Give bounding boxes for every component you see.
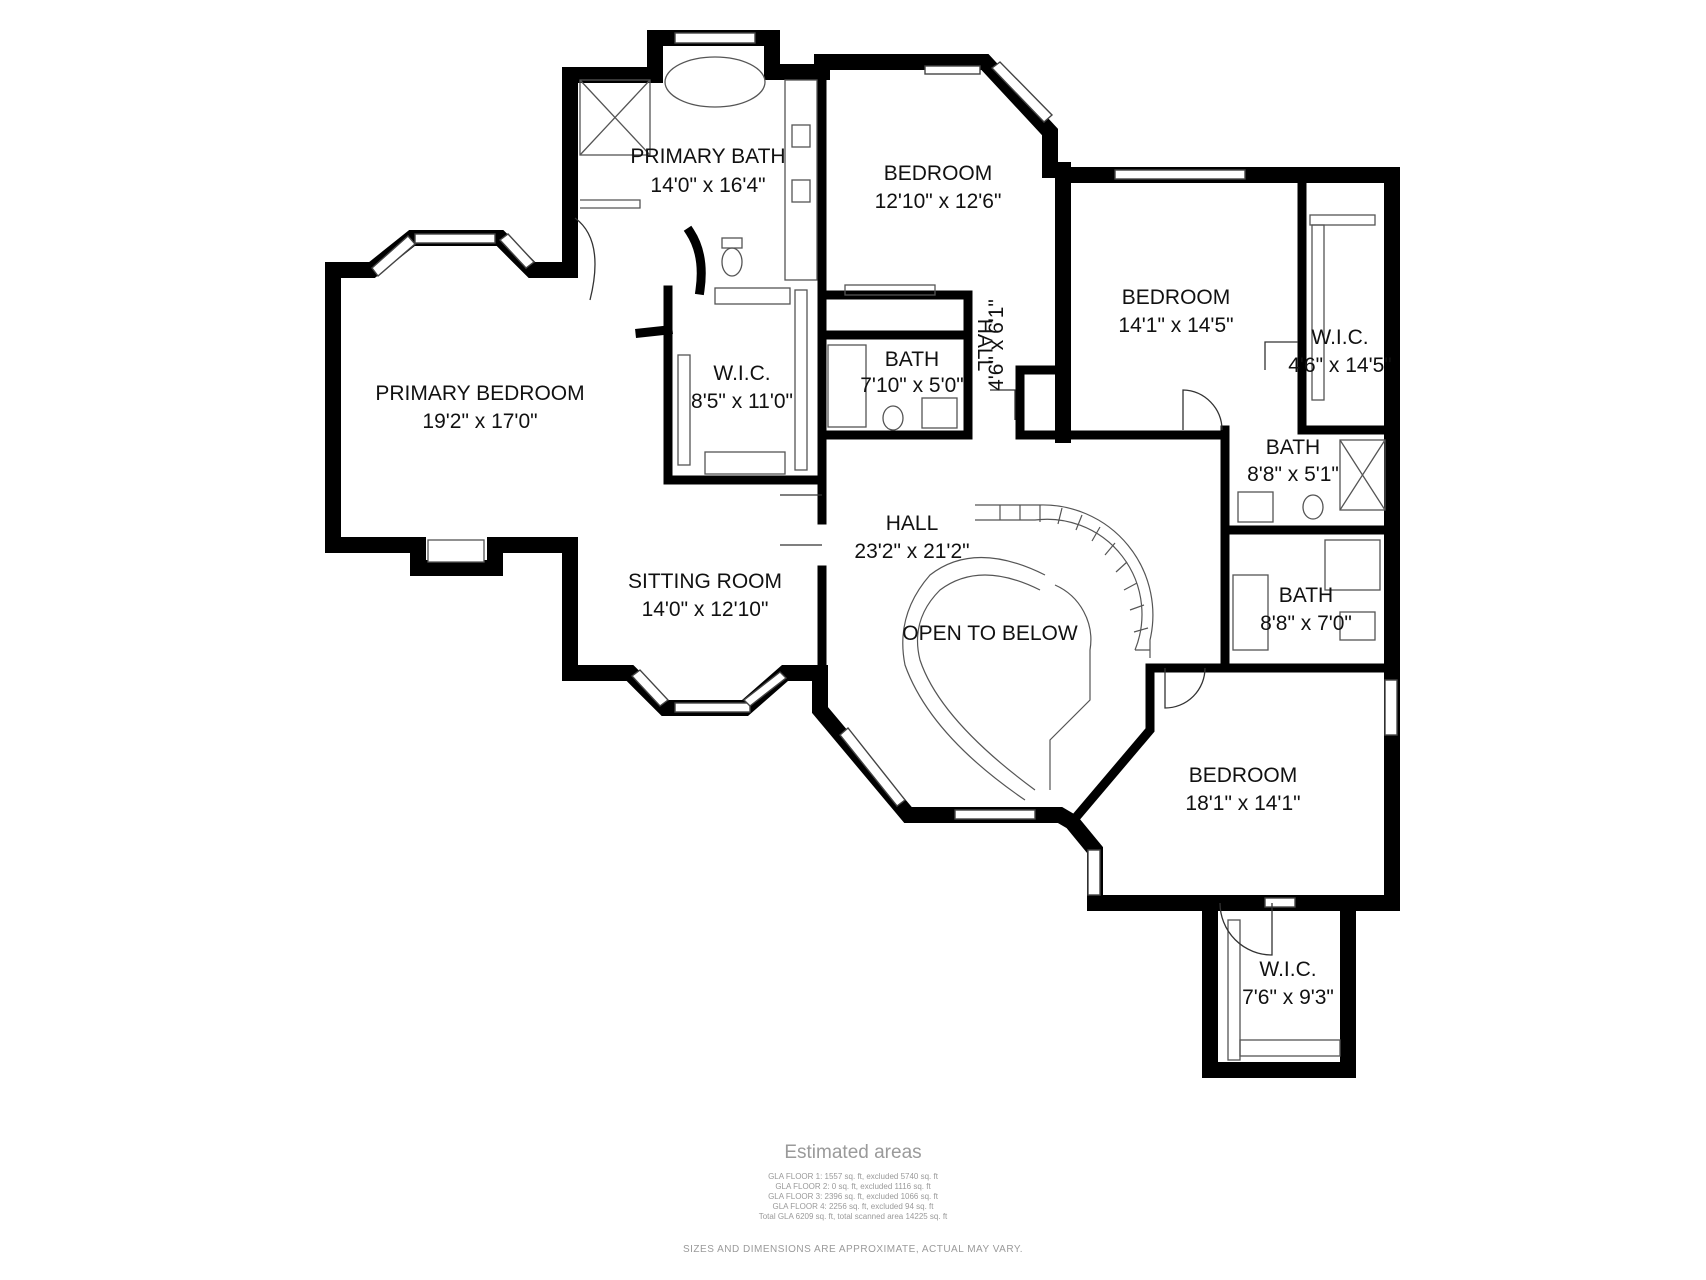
room-name-wic-bottom: W.I.C.	[1259, 958, 1316, 981]
window	[414, 233, 496, 244]
gla-floor-2: GLA FLOOR 2: 0 sq. ft, excluded 1116 sq.…	[775, 1182, 931, 1191]
window	[674, 32, 756, 44]
staircase	[902, 504, 1154, 801]
window	[954, 809, 1036, 820]
room-dims-primary-bath: 14'0" x 16'4"	[650, 174, 765, 197]
room-name-bedroom-top: BEDROOM	[884, 162, 993, 185]
room-name-hall-main: HALL	[886, 512, 939, 535]
window	[1114, 169, 1246, 180]
room-name-primary-bedroom: PRIMARY BEDROOM	[375, 382, 584, 405]
wic-shelf	[714, 287, 791, 305]
room-dims-bath-right-1: 8'8" x 5'1"	[1247, 463, 1339, 486]
window	[990, 61, 1054, 123]
room-name-bath-right-1: BATH	[1266, 436, 1320, 459]
room-name-bath-right-2: BATH	[1279, 584, 1333, 607]
door-swing	[1164, 667, 1206, 709]
room-dims-bath-right-2: 8'8" x 7'0"	[1260, 612, 1352, 635]
window	[1087, 849, 1101, 896]
window	[1384, 679, 1398, 736]
estimated-areas-lines: GLA FLOOR 1: 1557 sq. ft, excluded 5740 …	[0, 1172, 1706, 1222]
room-name-primary-bath: PRIMARY BATH	[630, 145, 785, 168]
wic-rod	[1227, 919, 1241, 1061]
window	[1264, 897, 1296, 908]
estimated-areas-title: Estimated areas	[784, 1142, 922, 1163]
room-name-hall-small: HALL	[973, 319, 996, 372]
gla-floor-4: GLA FLOOR 4: 2256 sq. ft, excluded 94 sq…	[772, 1202, 934, 1211]
vanity	[1232, 574, 1269, 651]
toilet	[882, 405, 904, 431]
counter	[580, 199, 641, 209]
sink	[921, 397, 958, 429]
window	[371, 235, 416, 278]
room-dims-wic-right: 4'6" x 14'5"	[1288, 354, 1392, 377]
room-dims-bedroom-right: 14'1" x 14'5"	[1118, 314, 1233, 337]
wic-shelf	[1239, 1039, 1341, 1057]
door-swing	[1182, 389, 1223, 431]
glass-wall	[683, 225, 706, 296]
wic-rod	[1309, 214, 1376, 226]
sink	[1237, 491, 1274, 523]
shower-cross	[579, 79, 651, 156]
room-dims-primary-bedroom: 19'2" x 17'0"	[422, 410, 537, 433]
shower	[1324, 539, 1381, 591]
room-dims-bedroom-bottom: 18'1" x 14'1"	[1185, 792, 1300, 815]
fixtures	[574, 56, 1386, 1061]
sink	[1339, 611, 1376, 641]
room-dims-hall-main: 23'2" x 21'2"	[854, 540, 969, 563]
room-dims-wic-primary: 8'5" x 11'0"	[691, 390, 793, 413]
toilet	[721, 247, 743, 277]
interior-walls	[635, 67, 1397, 829]
window	[839, 726, 906, 807]
shower-cross	[1339, 439, 1386, 511]
window	[742, 671, 788, 707]
room-name-bedroom-right: BEDROOM	[1122, 286, 1231, 309]
wic-rod	[1311, 224, 1325, 401]
gla-total: Total GLA 6209 sq. ft, total scanned are…	[758, 1212, 948, 1221]
door-swing	[574, 217, 596, 301]
gla-floor-3: GLA FLOOR 3: 2396 sq. ft, excluded 1066 …	[768, 1192, 938, 1201]
shower	[579, 79, 651, 156]
open-to-below-label: OPEN TO BELOW	[902, 622, 1078, 645]
toilet	[1302, 494, 1324, 520]
disclaimer: SIZES AND DIMENSIONS ARE APPROXIMATE, AC…	[682, 1244, 1024, 1255]
room-dims-bedroom-top: 12'10" x 12'6"	[875, 190, 1002, 213]
windows	[371, 32, 1398, 908]
toilet-tank	[721, 237, 743, 249]
window	[674, 702, 751, 713]
window	[924, 65, 981, 75]
window	[630, 669, 670, 707]
wic-rod	[794, 289, 808, 471]
closet-bifold	[844, 284, 936, 296]
room-name-bath-small: BATH	[885, 348, 939, 371]
sink	[791, 124, 811, 148]
room-name-bedroom-bottom: BEDROOM	[1189, 764, 1298, 787]
room-dims-wic-bottom: 7'6" x 9'3"	[1242, 986, 1334, 1009]
room-name-wic-right: W.I.C.	[1311, 326, 1368, 349]
room-dims-sitting-room: 14'0" x 12'10"	[642, 598, 769, 621]
room-dims-hall-small: 4'6" x 6'1"	[985, 299, 1008, 391]
room-name-sitting-room: SITTING ROOM	[628, 570, 782, 593]
sink	[791, 179, 811, 203]
bathtub-small	[827, 344, 867, 428]
room-name-wic-primary: W.I.C.	[713, 362, 770, 385]
door-swing	[780, 494, 822, 546]
door-swing	[990, 389, 1016, 420]
door-swing	[1264, 341, 1298, 370]
gla-floor-1: GLA FLOOR 1: 1557 sq. ft, excluded 5740 …	[768, 1172, 938, 1181]
vanity	[784, 79, 818, 281]
wic-shelf	[704, 451, 786, 475]
doors	[780, 341, 1298, 956]
bathtub	[664, 56, 766, 108]
door-swing	[1219, 902, 1273, 956]
window	[498, 233, 536, 269]
room-dims-bath-small: 7'10" x 5'0"	[860, 374, 964, 397]
room-labels: PRIMARY BATH 14'0" x 16'4" BEDROOM 12'10…	[375, 145, 1391, 1009]
wic-rod	[677, 354, 691, 466]
fireplace	[427, 539, 485, 563]
shower	[1339, 439, 1386, 511]
